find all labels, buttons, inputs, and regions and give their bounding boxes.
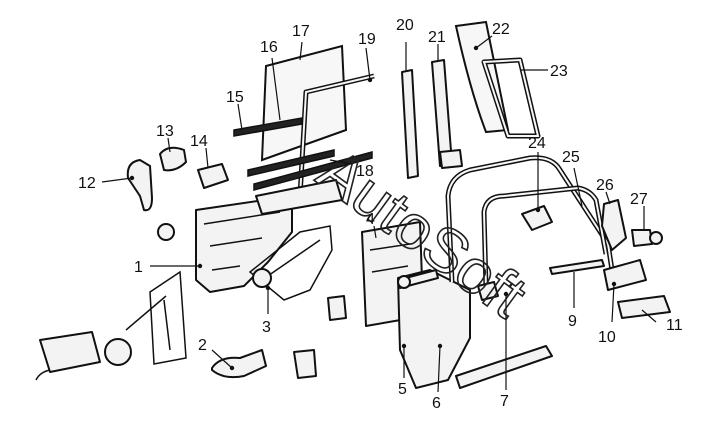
callout-14: 14 xyxy=(190,133,208,150)
rear-door-frame-25-inner xyxy=(446,156,613,283)
bolt-27-head xyxy=(649,231,663,245)
strip-16 xyxy=(247,149,335,177)
callout-21: 21 xyxy=(428,29,446,46)
callout-24: 24 xyxy=(528,135,546,152)
callout-25: 25 xyxy=(562,149,580,166)
motor-cable xyxy=(35,369,51,381)
bracket-26 xyxy=(601,199,627,251)
callout-10: 10 xyxy=(598,329,616,346)
regulator-motor xyxy=(39,331,101,373)
lock-rod-2 xyxy=(211,349,267,379)
callout-17: 17 xyxy=(292,23,310,40)
clip-13 xyxy=(159,146,187,172)
callout-26: 26 xyxy=(596,177,614,194)
quarter-glass-22 xyxy=(454,20,510,134)
callout-15: 15 xyxy=(226,89,244,106)
rear-window-channel-inner xyxy=(482,186,607,289)
callout-9: 9 xyxy=(568,313,577,330)
callout-12: 12 xyxy=(78,175,96,192)
callout-2: 2 xyxy=(198,337,207,354)
callout-4: 4 xyxy=(366,211,375,228)
door-regulator-3 xyxy=(248,225,333,301)
rod-9 xyxy=(549,259,605,275)
callout-27: 27 xyxy=(630,191,648,208)
hinge-part xyxy=(327,295,347,321)
regulator-gear-3 xyxy=(252,268,272,288)
bracket-14 xyxy=(197,163,229,189)
rear-door-panel-detail xyxy=(369,243,411,273)
quarter-seal-23-inner xyxy=(482,58,540,137)
trim-11 xyxy=(617,295,671,319)
regulator-bracket xyxy=(255,179,343,215)
callout-22: 22 xyxy=(492,21,510,38)
callout-3: 3 xyxy=(262,319,271,336)
front-regulator xyxy=(125,270,187,365)
callout-16: 16 xyxy=(260,39,278,56)
weatherstrip-20 xyxy=(401,69,419,179)
strip-18 xyxy=(253,151,373,191)
clip-7 xyxy=(477,281,499,301)
callout-23: 23 xyxy=(550,63,568,80)
latch-part xyxy=(293,349,317,379)
screw xyxy=(157,223,175,241)
callout-7: 7 xyxy=(500,393,509,410)
callout-labels: 1 2 3 4 5 6 7 9 10 11 12 13 14 15 16 17 … xyxy=(78,17,683,412)
callout-1: 1 xyxy=(134,259,143,276)
door-strip-7 xyxy=(455,345,553,389)
callout-11: 11 xyxy=(666,317,683,334)
callout-6: 6 xyxy=(432,395,441,412)
inner-handle-12 xyxy=(126,159,153,212)
weatherstrip-21-foot xyxy=(439,149,463,169)
callout-19: 19 xyxy=(358,31,376,48)
strip-15 xyxy=(233,117,303,137)
leader-lines xyxy=(101,35,657,393)
callout-5: 5 xyxy=(398,381,407,398)
callout-18: 18 xyxy=(356,163,374,180)
callout-13: 13 xyxy=(156,123,174,140)
rod-5-end xyxy=(397,275,411,289)
motor-gear xyxy=(104,338,132,366)
callout-20: 20 xyxy=(396,17,414,34)
